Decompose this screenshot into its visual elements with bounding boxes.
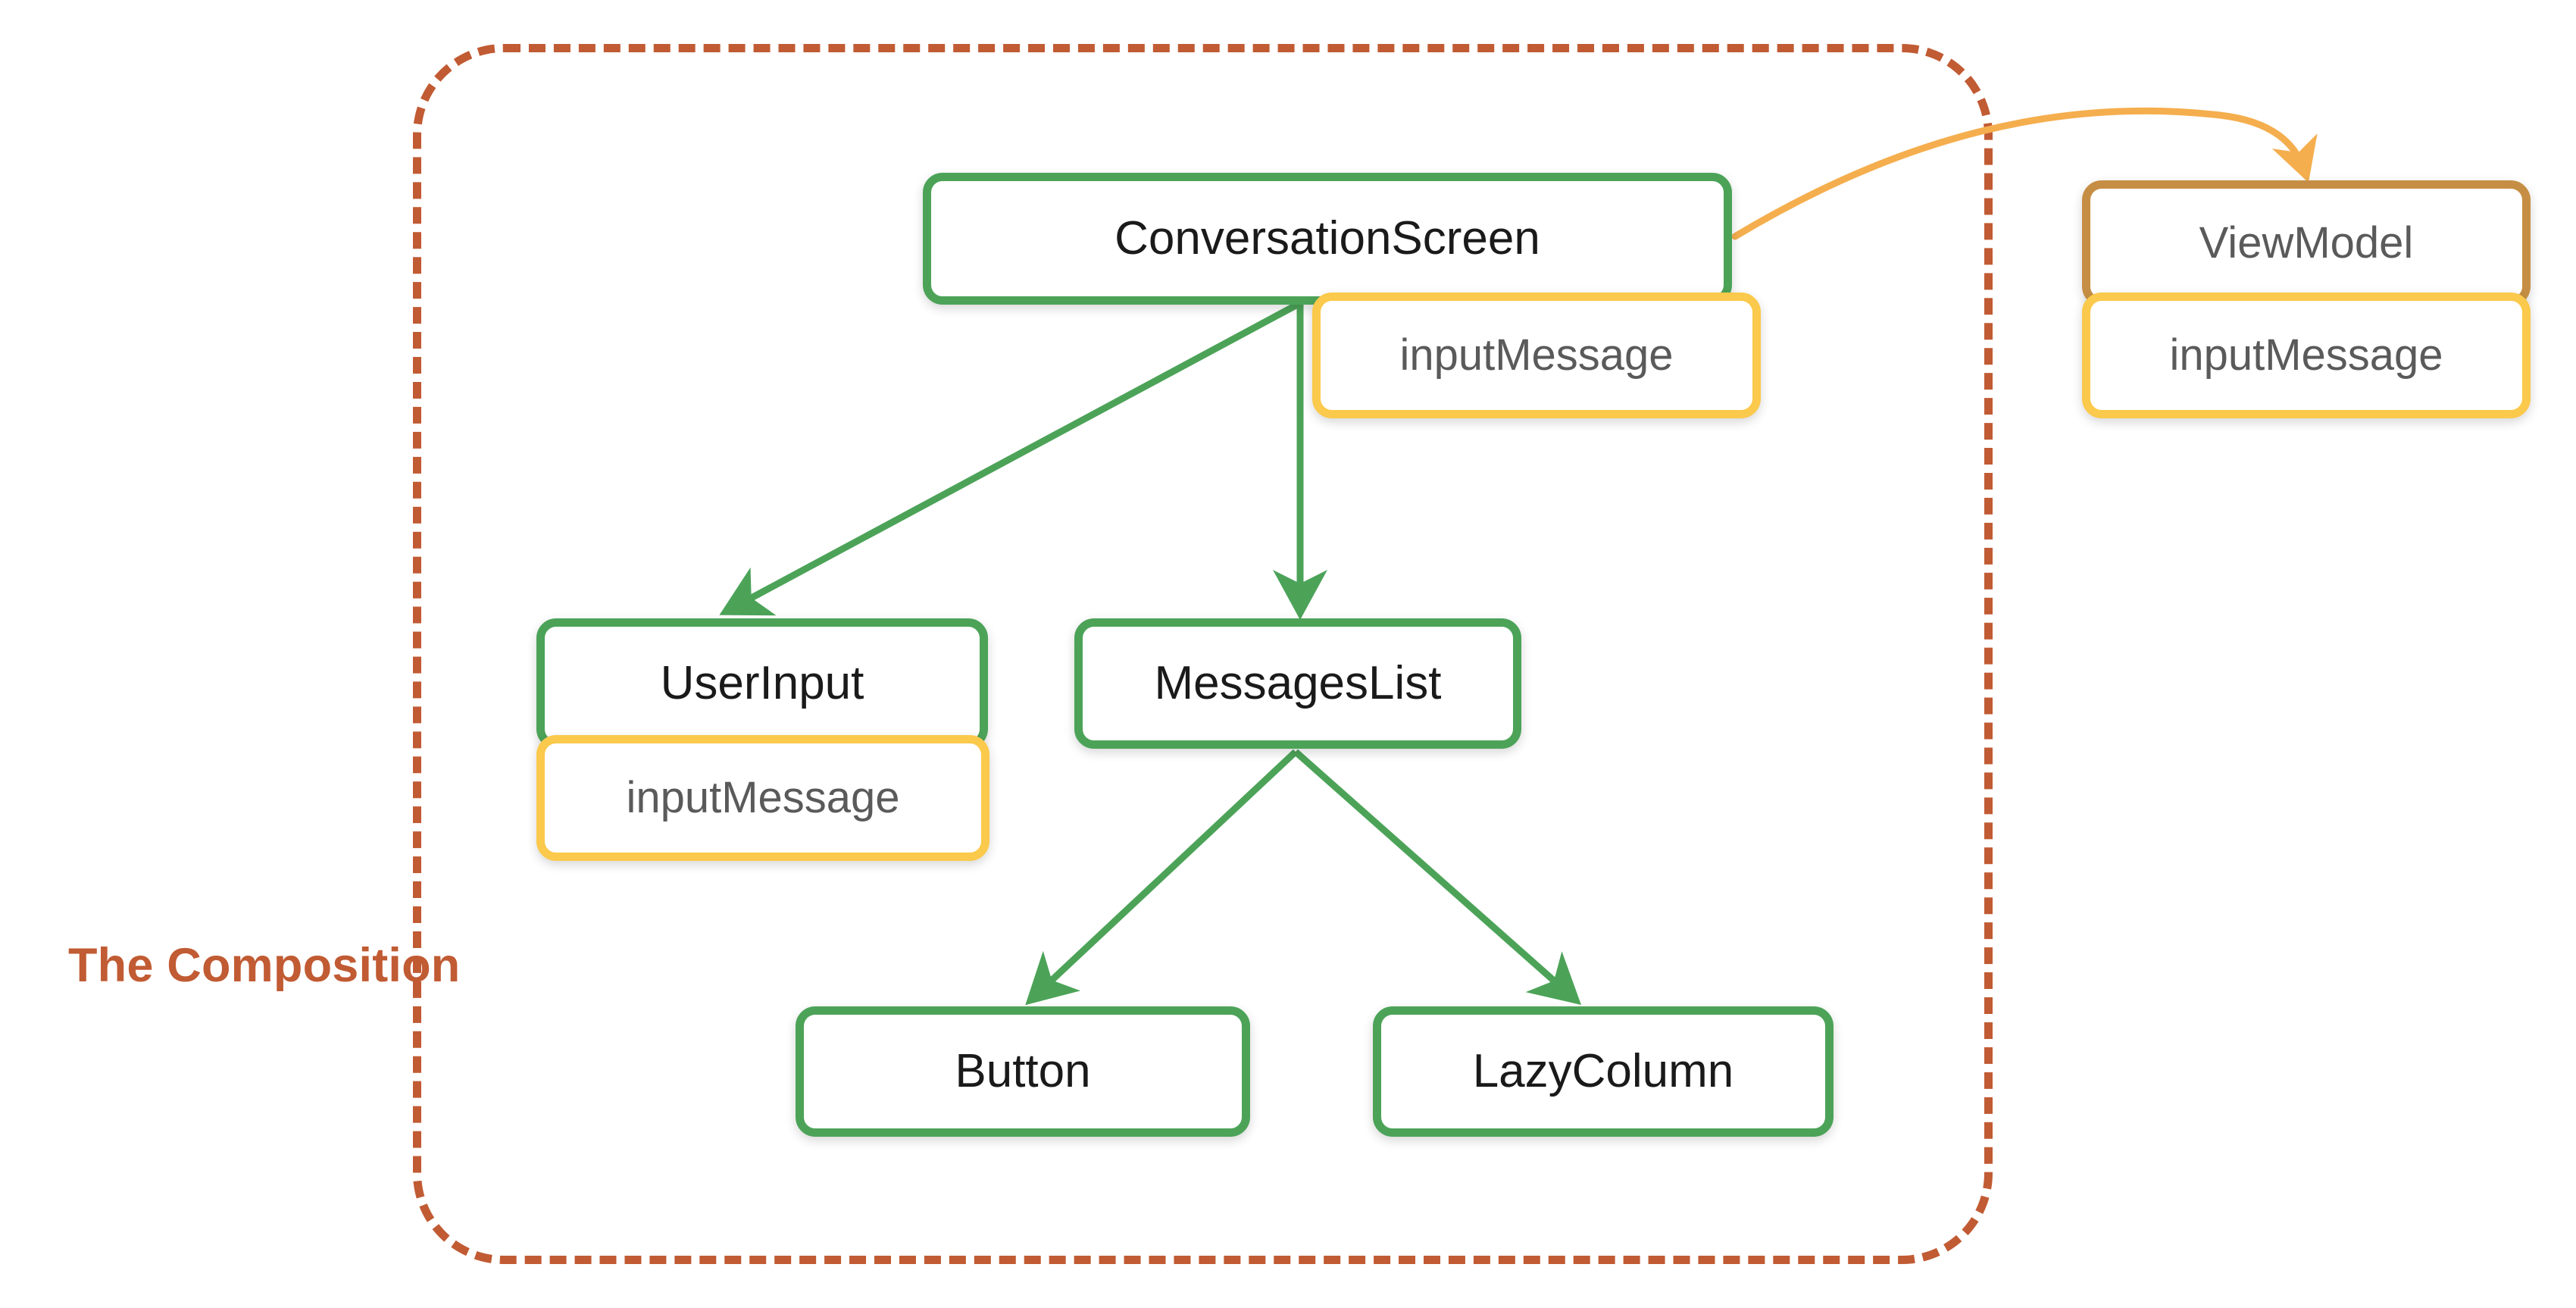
- node-button[interactable]: Button: [796, 1006, 1250, 1137]
- node-lazy-column-label: LazyColumn: [1472, 1045, 1734, 1097]
- node-user-input-inner: UserInput: [552, 634, 973, 734]
- node-conversation-screen-state-inner: inputMessage: [1327, 308, 1746, 403]
- node-user-input-state-inner: inputMessage: [552, 750, 974, 846]
- node-view-model-state-inner: inputMessage: [2097, 308, 2515, 403]
- node-conversation-screen[interactable]: ConversationScreen: [923, 173, 1732, 305]
- node-user-input-state[interactable]: inputMessage: [536, 735, 989, 861]
- node-view-model-label: ViewModel: [2199, 218, 2414, 268]
- node-messages-list-inner: MessagesList: [1089, 634, 1506, 734]
- node-user-input-state-label: inputMessage: [626, 773, 900, 822]
- node-conversation-screen-inner: ConversationScreen: [938, 188, 1717, 289]
- node-lazy-column-inner: LazyColumn: [1388, 1022, 1818, 1122]
- node-conversation-screen-state-label: inputMessage: [1399, 330, 1674, 380]
- node-view-model-state-label: inputMessage: [2169, 330, 2443, 380]
- node-conversation-screen-label: ConversationScreen: [1114, 212, 1540, 264]
- node-conversation-screen-state[interactable]: inputMessage: [1312, 293, 1761, 418]
- node-lazy-column[interactable]: LazyColumn: [1373, 1006, 1834, 1137]
- node-view-model-state[interactable]: inputMessage: [2082, 293, 2531, 418]
- node-view-model[interactable]: ViewModel: [2082, 180, 2531, 306]
- node-messages-list[interactable]: MessagesList: [1074, 618, 1521, 749]
- node-view-model-inner: ViewModel: [2097, 196, 2515, 291]
- composition-boundary: [413, 44, 1993, 1264]
- composition-boundary-label: The Composition: [68, 939, 461, 992]
- node-user-input[interactable]: UserInput: [536, 618, 988, 749]
- node-button-label: Button: [955, 1045, 1091, 1097]
- node-button-inner: Button: [811, 1022, 1235, 1122]
- node-messages-list-label: MessagesList: [1154, 657, 1442, 709]
- node-user-input-label: UserInput: [660, 657, 864, 709]
